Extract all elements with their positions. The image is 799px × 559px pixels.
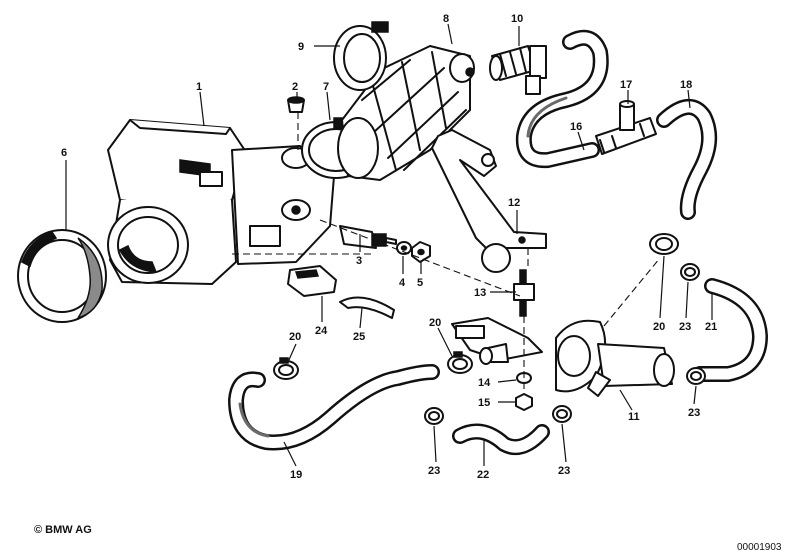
part-1-throttle-housing [107,119,335,285]
part-20-clamp-a [273,357,299,380]
part-3-sensor [339,225,397,249]
callout-19: 19 [290,469,302,481]
part-11-idle-valve [451,317,675,397]
callout-8: 8 [443,13,449,25]
callout-23-upper-right: 23 [679,321,691,333]
callout-23-bottom-left: 23 [428,465,440,477]
callout-2: 2 [292,81,298,93]
part-23-clamp-c [424,407,444,425]
part-23-clamp-d [552,405,572,423]
diagram-id: 00001903 [737,542,782,553]
callout-18: 18 [680,79,692,91]
part-4-washer [396,241,412,255]
callout-11: 11 [628,411,640,423]
part-15-nut [515,393,533,411]
part-20-clamp-c [649,233,679,255]
callout-7: 7 [323,81,329,93]
part-20-clamp-b [447,351,473,374]
part-24-connector [287,265,337,297]
callout-1: 1 [196,81,202,93]
callout-6: 6 [61,147,67,159]
callout-23-bottom-center: 23 [558,465,570,477]
callout-12: 12 [508,197,520,209]
callout-20-center: 20 [429,317,441,329]
part-13-mount [513,269,535,317]
part-23-clamp-b [686,367,706,385]
part-19-hose [228,364,440,451]
callout-10: 10 [511,13,523,25]
part-21-hose [692,278,768,382]
callout-20-right: 20 [653,321,665,333]
part-2-cap [287,96,305,113]
callout-23-lower-right: 23 [688,407,700,419]
part-12-bracket [431,129,547,273]
part-18-hose [656,99,718,220]
callout-3: 3 [356,255,362,267]
callout-24: 24 [315,325,328,337]
callout-15: 15 [478,397,490,409]
part-6-clamp-ring [17,229,107,323]
callout-25: 25 [353,331,365,343]
leader-lines [65,23,713,467]
assembly-lines [232,112,661,392]
callout-21: 21 [705,321,717,333]
part-25-boot [339,296,395,319]
part-9-clamp [333,21,389,91]
callout-4: 4 [399,277,406,289]
callout-13: 13 [474,287,486,299]
part-5-nut [411,241,431,263]
part-23-clamp-a [680,263,700,281]
callout-20-left: 20 [289,331,301,343]
callout-9: 9 [298,41,304,53]
callout-5: 5 [417,277,423,289]
callout-17: 17 [620,79,632,91]
part-10-fitting [489,45,547,95]
part-22-hose [452,423,550,455]
part-17-t-piece [595,100,657,155]
copyright-notice: © BMW AG [34,524,92,536]
callout-14: 14 [478,377,491,389]
callout-labels: 1 2 7 6 8 9 10 16 17 18 12 13 3 4 5 24 2… [61,13,717,481]
callout-22: 22 [477,469,489,481]
part-16-hose [515,29,609,169]
callout-16: 16 [570,121,582,133]
